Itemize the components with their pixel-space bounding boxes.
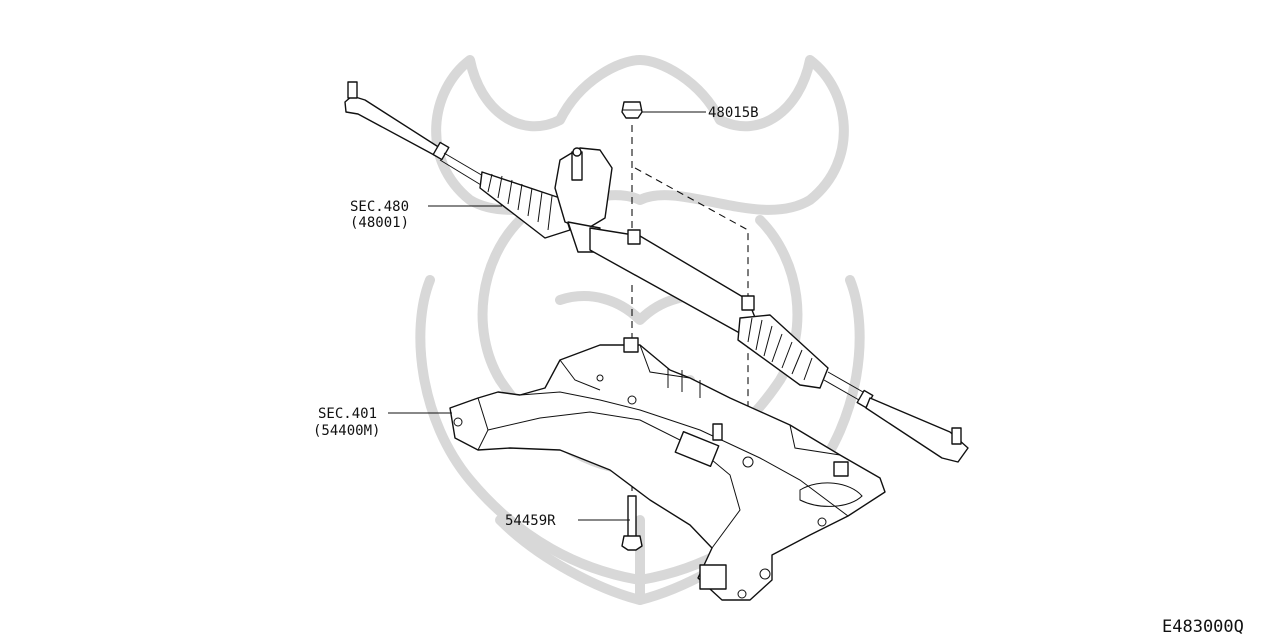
callout-48015b: 48015B bbox=[708, 105, 759, 121]
callout-sec-401: SEC.401 bbox=[318, 406, 377, 422]
callout-sec-480-partno: (48001) bbox=[350, 215, 409, 231]
nut-48015b-part bbox=[621, 101, 643, 119]
callout-sec-480: SEC.480 bbox=[350, 199, 409, 215]
bolt-54459r-part bbox=[621, 495, 643, 551]
figure-code: E483000Q bbox=[1162, 617, 1244, 637]
steering-gear-part bbox=[344, 81, 969, 463]
crossmember-part bbox=[449, 337, 886, 601]
callout-sec-401-partno: (54400M) bbox=[313, 423, 380, 439]
callout-54459r: 54459R bbox=[505, 513, 556, 529]
leader-lines bbox=[388, 111, 706, 521]
